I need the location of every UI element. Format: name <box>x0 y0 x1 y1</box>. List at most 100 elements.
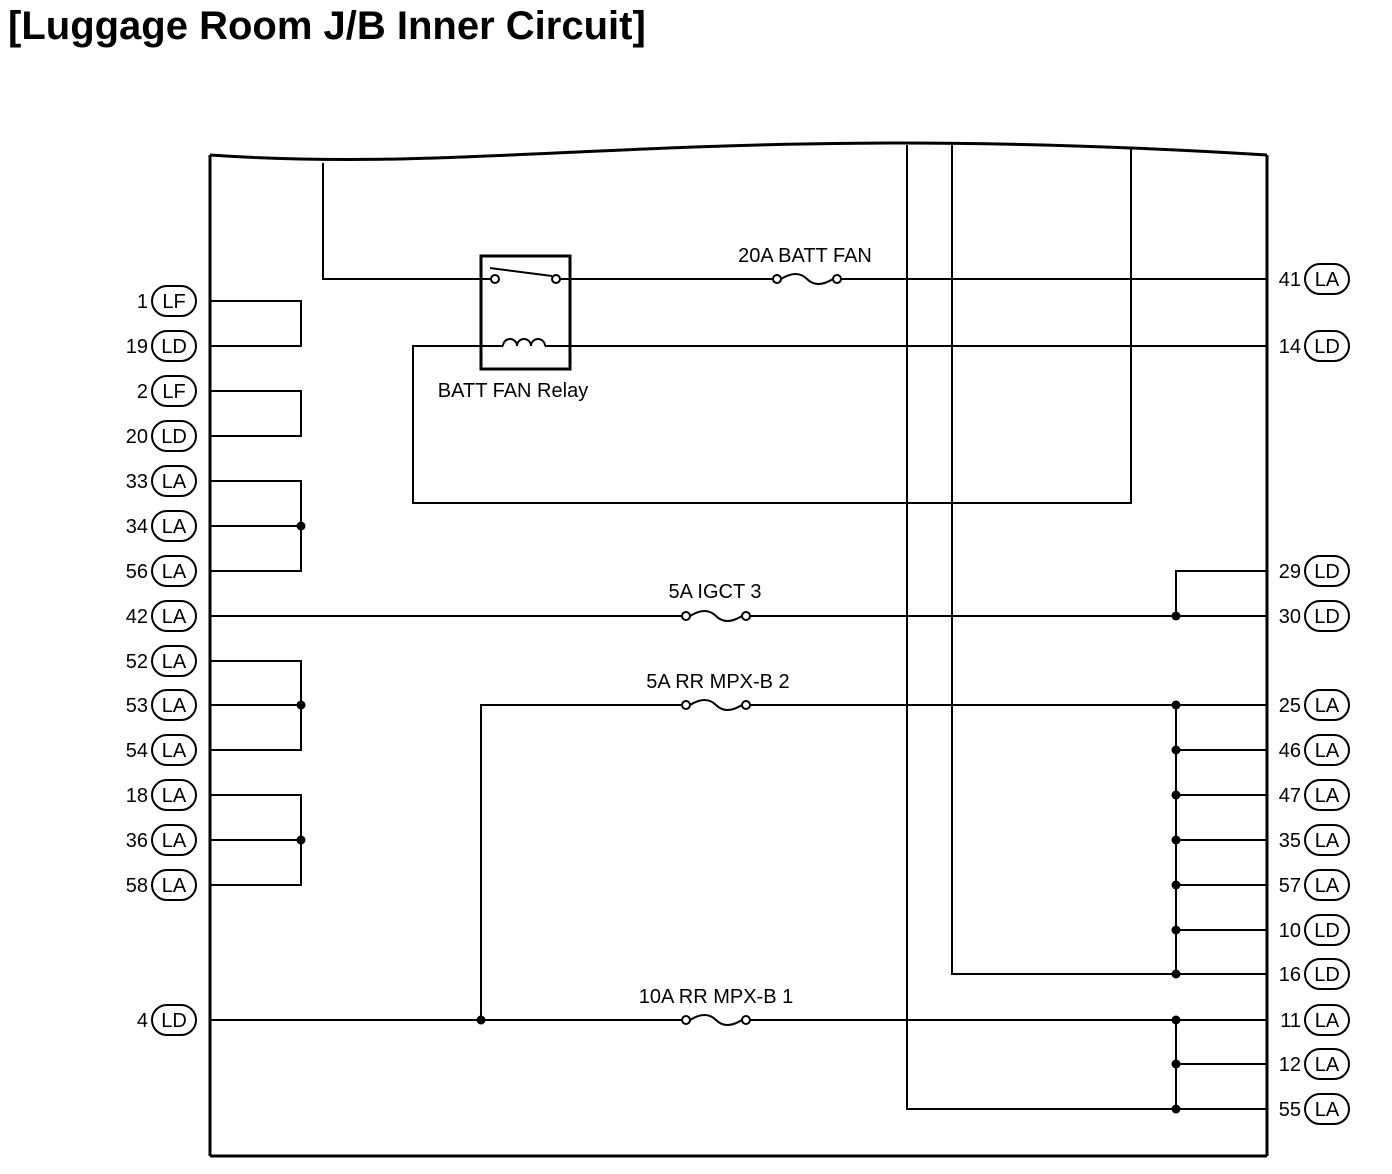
batt-fan-relay <box>479 254 572 371</box>
pin-number: 25 <box>1279 695 1301 717</box>
connector-code: LA <box>162 785 187 807</box>
left-connector-pins: LF1LD19LF2LD20LA33LA34LA56LA42LA52LA53LA… <box>126 285 197 1036</box>
connector-pill <box>151 375 197 407</box>
connector-pill <box>151 645 197 677</box>
right-pin-46: LA 46 <box>1279 734 1350 766</box>
junction-dot <box>1171 790 1181 800</box>
pin-number: 54 <box>126 740 148 762</box>
pin-number: 56 <box>126 561 148 583</box>
junction-dot <box>1171 880 1181 890</box>
connector-code: LA <box>1315 740 1340 762</box>
connector-code: LA <box>1315 785 1340 807</box>
connector-code: LD <box>1314 606 1340 628</box>
pin-number: 52 <box>126 651 148 673</box>
connector-pill <box>151 285 197 317</box>
connector-code: LA <box>162 651 187 673</box>
right-pin-47: LA 47 <box>1279 779 1350 811</box>
connector-pill <box>151 420 197 452</box>
pin-number: 47 <box>1279 785 1301 807</box>
junction-dot <box>296 700 306 710</box>
connector-pill <box>1304 555 1350 587</box>
junction-dot <box>1171 1104 1181 1114</box>
connector-pill <box>1304 263 1350 295</box>
connector-code: LA <box>162 516 187 538</box>
left-pin-4: LD 4 <box>137 1004 197 1036</box>
pin-number: 30 <box>1279 606 1301 628</box>
left-pin-54: LA 54 <box>126 734 197 766</box>
connector-code: LA <box>1315 830 1340 852</box>
connector-code: LD <box>1314 964 1340 986</box>
connector-code: LA <box>1315 1054 1340 1076</box>
connector-code: LA <box>1315 1099 1340 1121</box>
pin-number: 4 <box>137 1010 148 1032</box>
connector-code: LA <box>162 695 187 717</box>
pin-number: 36 <box>126 830 148 852</box>
pin-number: 53 <box>126 695 148 717</box>
connector-pill <box>1304 914 1350 946</box>
right-pin-55: LA 55 <box>1279 1093 1350 1125</box>
connector-code: LA <box>162 875 187 897</box>
connector-code: LA <box>1315 695 1340 717</box>
left-pin-53: LA 53 <box>126 689 197 721</box>
junction-dot <box>1171 925 1181 935</box>
right-connector-pins: LA41LD14LD29LD30LA25LA46LA47LA35LA57LD10… <box>1279 263 1350 1125</box>
left-pin-2: LF2 <box>137 375 197 407</box>
connector-pill <box>151 779 197 811</box>
pin-number: 12 <box>1279 1054 1301 1076</box>
connector-pill <box>151 600 197 632</box>
connector-code: LD <box>161 336 187 358</box>
connector-pill <box>1304 734 1350 766</box>
connector-code: LA <box>162 471 187 493</box>
pin-number: 19 <box>126 336 148 358</box>
connector-pill <box>1304 1048 1350 1080</box>
connector-pill <box>151 330 197 362</box>
connector-pill <box>1304 958 1350 990</box>
connector-code: LD <box>1314 920 1340 942</box>
right-pin-25: LA 25 <box>1279 689 1350 721</box>
junction-dot <box>1171 1015 1181 1025</box>
pin-number: 58 <box>126 875 148 897</box>
junction-dot <box>1171 611 1181 621</box>
pin-number: 33 <box>126 471 148 493</box>
pin-number: 14 <box>1279 336 1301 358</box>
junction-dot <box>1171 969 1181 979</box>
pin-number: 11 <box>1280 1010 1301 1032</box>
connector-code: LA <box>1315 269 1340 291</box>
pin-number: 20 <box>126 426 148 448</box>
connector-pill <box>151 1004 197 1036</box>
connector-pill <box>151 510 197 542</box>
pin-number: 55 <box>1279 1099 1301 1121</box>
relay-label: BATT FAN Relay <box>438 380 588 402</box>
connector-code: LF <box>162 291 185 313</box>
right-pin-30: LD 30 <box>1279 600 1350 632</box>
rr-mpxb1-circuit <box>210 1014 1267 1114</box>
pin-number: 42 <box>126 606 148 628</box>
left-pin-19: LD 19 <box>126 330 197 362</box>
connector-pill <box>151 734 197 766</box>
connector-pill <box>151 869 197 901</box>
junction-dot <box>1171 1059 1181 1069</box>
connector-pill <box>1304 1004 1350 1036</box>
junction-dot <box>296 521 306 531</box>
junction-dot <box>296 835 306 845</box>
pin-number: 29 <box>1279 561 1301 583</box>
pin-number: 46 <box>1279 740 1301 762</box>
connector-pill <box>1304 779 1350 811</box>
connector-pill <box>1304 330 1350 362</box>
vertical-buses <box>906 144 1176 1110</box>
connector-code: LA <box>1315 1010 1340 1032</box>
igct3-circuit <box>210 570 1267 622</box>
connector-code: LD <box>161 1010 187 1032</box>
left-pin-58: LA 58 <box>126 869 197 901</box>
connector-code: LA <box>162 740 187 762</box>
pin-number: 1 <box>137 291 148 313</box>
